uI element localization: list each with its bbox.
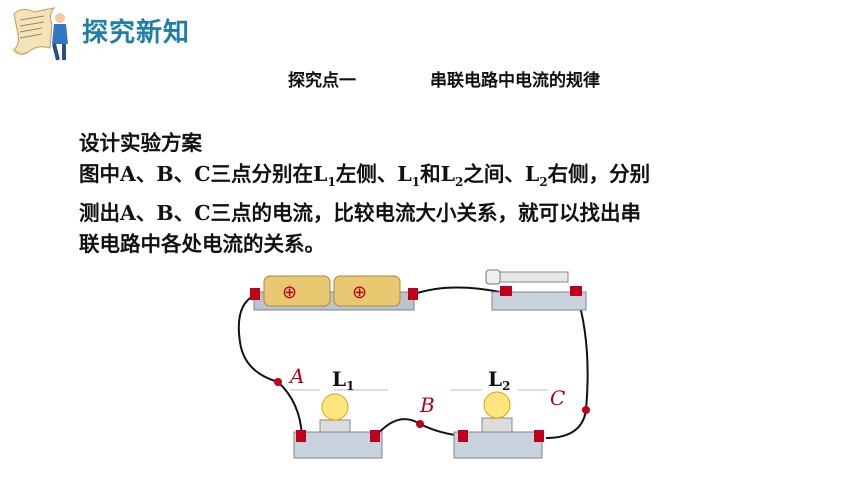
point-b-label: B bbox=[419, 393, 435, 417]
wire-top bbox=[413, 286, 501, 295]
point-b-marker bbox=[416, 420, 424, 428]
battery-plus-icon: ⊕ bbox=[282, 282, 297, 303]
lamp-l1 bbox=[293, 393, 383, 459]
battery-plus-icon: ⊕ bbox=[352, 282, 367, 303]
subtitle-topic-number: 探究点一 bbox=[288, 71, 356, 91]
heading-design-experiment: 设计实验方案 bbox=[79, 131, 202, 155]
lamp-l2-label: L2 bbox=[488, 367, 510, 393]
description-line-3: 测出A、B、C三点的电流，比较电流大小关系，就可以找出串 bbox=[79, 201, 642, 226]
switch bbox=[485, 269, 587, 311]
text-seg: 图中A、B、C三点分别在L bbox=[79, 162, 328, 186]
wire-right bbox=[545, 291, 589, 439]
series-circuit-diagram: ⊕ ⊕ A B C L1 L2 bbox=[237, 269, 590, 459]
point-a-label: A bbox=[288, 364, 304, 388]
text-seg: 右侧，分别 bbox=[547, 162, 651, 186]
scroll-reader-icon bbox=[12, 7, 68, 61]
subscript: 2 bbox=[539, 175, 548, 190]
experiment-description: 设计实验方案 图中A、B、C三点分别在L1左侧、L1和L2之间、L2右侧，分别 … bbox=[79, 128, 779, 260]
subscript: 2 bbox=[455, 175, 464, 190]
text-seg: 和L bbox=[420, 162, 456, 186]
description-line-2: 图中A、B、C三点分别在L1左侧、L1和L2之间、L2右侧，分别 bbox=[79, 159, 779, 198]
section-title: 探究新知 bbox=[82, 18, 191, 48]
subscript: 1 bbox=[327, 175, 336, 190]
description-line-4: 联电路中各处电流的关系。 bbox=[79, 232, 325, 257]
lamp-l2 bbox=[453, 391, 544, 459]
point-c-marker bbox=[582, 406, 590, 414]
subscript: 1 bbox=[411, 175, 421, 190]
text-seg: 之间、L bbox=[463, 162, 540, 186]
point-a-marker bbox=[274, 378, 282, 386]
lamp-l1-label: L1 bbox=[332, 367, 354, 393]
battery-pack: ⊕ ⊕ bbox=[250, 275, 418, 311]
wire-left bbox=[237, 293, 303, 437]
text-seg: 左侧、L bbox=[335, 162, 412, 186]
subtitle-topic-name: 串联电路中电流的规律 bbox=[430, 71, 600, 91]
point-c-label: C bbox=[550, 386, 565, 410]
